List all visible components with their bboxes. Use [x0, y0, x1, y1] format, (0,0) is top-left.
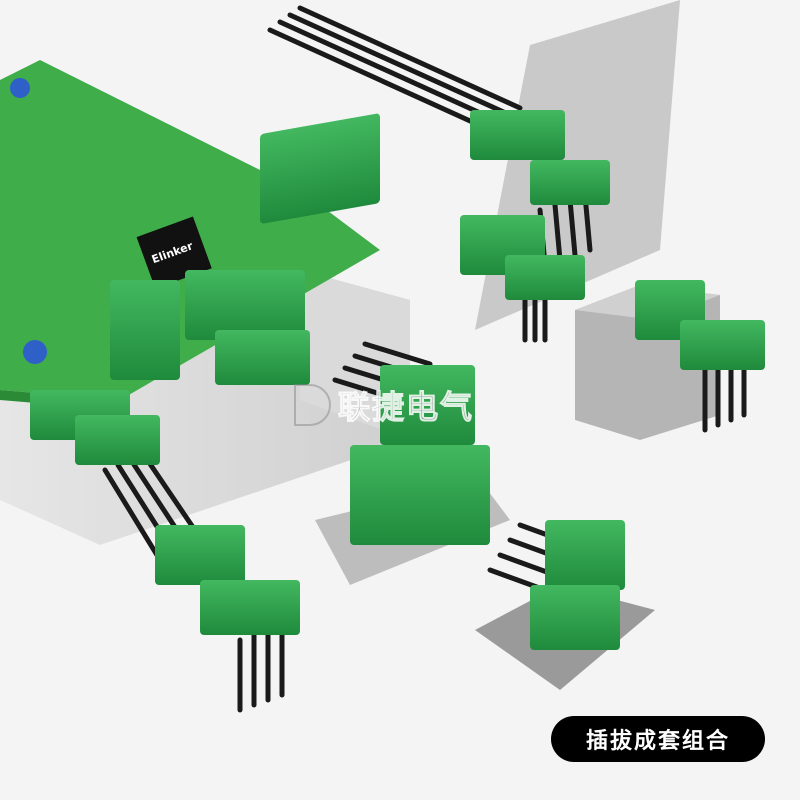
connector [75, 415, 160, 465]
potentiometer-icon [23, 340, 47, 364]
connectors [30, 110, 765, 650]
connector [530, 160, 610, 205]
watermark-logo [294, 384, 331, 426]
potentiometer-icon [10, 78, 30, 98]
connector [350, 445, 490, 545]
connector [380, 365, 475, 445]
connector [110, 280, 180, 380]
connector [505, 255, 585, 300]
connector [680, 320, 765, 370]
connector [200, 580, 300, 635]
product-label-badge: 插拔成套组合 [551, 716, 765, 762]
connector [470, 110, 565, 160]
watermark-text: 联捷电气 [337, 388, 475, 427]
connector [215, 330, 310, 385]
connector [545, 520, 625, 590]
connector [155, 525, 245, 585]
connector [530, 585, 620, 650]
connector [260, 113, 380, 224]
connector [185, 270, 305, 340]
